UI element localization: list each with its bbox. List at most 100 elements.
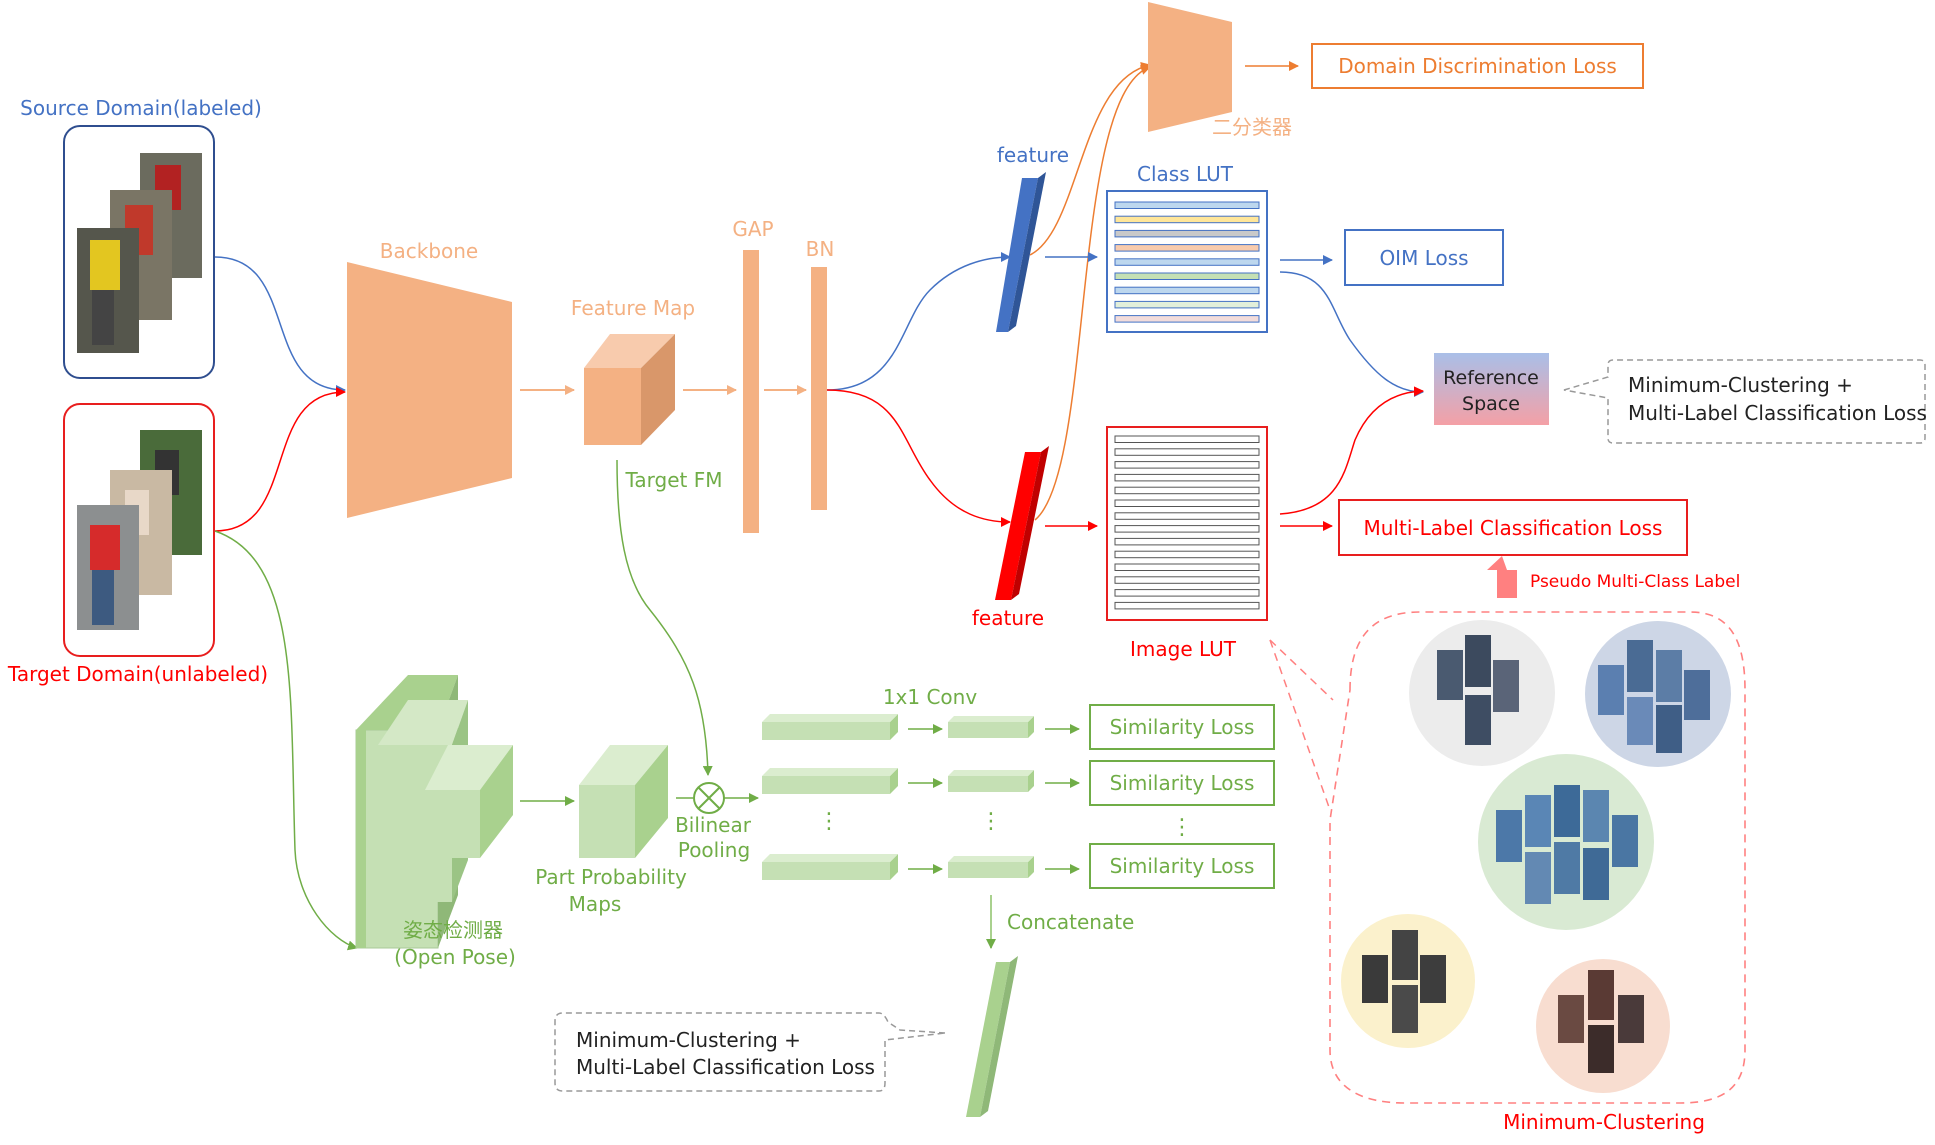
image-lut bbox=[1106, 426, 1268, 621]
feature-map-cube bbox=[584, 334, 675, 445]
target-domain-label: Target Domain(unlabeled) bbox=[7, 662, 269, 686]
pose-detector-label-line2: (Open Pose) bbox=[394, 945, 516, 969]
class-lut-row bbox=[1114, 272, 1260, 280]
target-fm-label: Target FM bbox=[625, 468, 723, 492]
lut-to-cluster-line-1 bbox=[1269, 639, 1334, 701]
image-lut-row bbox=[1114, 537, 1260, 546]
image-lut-to-reference-arrow bbox=[1279, 386, 1424, 515]
class-lut-row bbox=[1114, 215, 1260, 224]
image-lut-row bbox=[1114, 550, 1260, 559]
classifier-label: 二分类器 bbox=[1212, 115, 1292, 139]
feature-map-label: Feature Map bbox=[570, 296, 696, 320]
class-lut-row bbox=[1114, 286, 1260, 295]
reference-loss-callout bbox=[1563, 359, 1926, 444]
gap-bar bbox=[743, 250, 759, 533]
part-prob-cube bbox=[579, 745, 668, 858]
class-lut bbox=[1106, 190, 1268, 333]
conv-output-bars bbox=[948, 716, 1034, 878]
part-prob-label-line1: Part Probability bbox=[535, 865, 687, 889]
class-lut-to-reference-arrow bbox=[1279, 271, 1424, 397]
pose-detector-label-line1: 姿态检测器 bbox=[403, 918, 503, 942]
bn-to-source-feature-arrow bbox=[826, 252, 1011, 391]
source-domain-box bbox=[63, 125, 215, 379]
bottom-loss-line2: Multi-Label Classification Loss bbox=[576, 1055, 875, 1079]
source-feature-to-classifier-arrow bbox=[1029, 62, 1151, 256]
cluster-green bbox=[1478, 754, 1654, 930]
target-domain-box bbox=[63, 403, 215, 657]
class-lut-row bbox=[1114, 244, 1260, 252]
ellipsis-part: ⋮ bbox=[818, 809, 840, 834]
bn-to-target-feature-arrow bbox=[826, 389, 1011, 527]
cluster-blue bbox=[1585, 621, 1731, 767]
class-lut-label: Class LUT bbox=[1137, 162, 1233, 186]
target-fm-to-bilinear-arrow bbox=[616, 459, 713, 776]
class-lut-row bbox=[1114, 258, 1260, 266]
ellipsis-conv: ⋮ bbox=[980, 809, 1002, 834]
min-clustering-region bbox=[1329, 611, 1746, 1104]
class-lut-row bbox=[1114, 300, 1260, 309]
classifier-shape bbox=[1148, 2, 1232, 132]
concat-feature-bar bbox=[966, 956, 1018, 1117]
reference-space-label-line1: Reference bbox=[1443, 367, 1539, 389]
similarity-loss-box-2: Similarity Loss bbox=[1089, 760, 1275, 806]
image-lut-row bbox=[1114, 486, 1260, 495]
pseudo-label-arrow bbox=[1487, 556, 1517, 598]
image-lut-row bbox=[1114, 589, 1260, 597]
source-person-images bbox=[77, 153, 202, 353]
bilinear-label-line1: Bilinear bbox=[675, 813, 751, 837]
image-lut-row bbox=[1114, 435, 1260, 443]
target-person-images bbox=[77, 430, 202, 630]
backbone-label: Backbone bbox=[379, 239, 479, 263]
image-lut-row bbox=[1114, 499, 1260, 507]
lut-to-cluster-line-2 bbox=[1269, 639, 1331, 811]
target-feature-to-classifier-arrow bbox=[1034, 65, 1151, 521]
reference-loss-line1: Minimum-Clustering + bbox=[1628, 373, 1853, 397]
bn-bar bbox=[811, 267, 827, 510]
target-feature-label: feature bbox=[971, 606, 1045, 630]
part-prob-label-line2: Maps bbox=[568, 892, 622, 916]
reference-space-label-line2: Space bbox=[1462, 393, 1520, 415]
gap-label: GAP bbox=[732, 217, 774, 241]
class-lut-row bbox=[1114, 229, 1260, 238]
backbone-shape bbox=[347, 262, 512, 518]
target-to-pose-arrow bbox=[214, 530, 358, 951]
source-feature-bar bbox=[996, 172, 1046, 332]
target-feature-bar bbox=[995, 446, 1049, 600]
ellipsis-sim: ⋮ bbox=[1171, 815, 1193, 840]
reference-space-box bbox=[1434, 353, 1549, 425]
source-feature-label: feature bbox=[996, 143, 1070, 167]
cluster-yellow bbox=[1341, 914, 1475, 1048]
pose-detector-shape bbox=[355, 675, 513, 949]
conv-label: 1x1 Conv bbox=[882, 685, 978, 709]
oim-loss-box: OIM Loss bbox=[1344, 229, 1504, 286]
source-to-backbone-arrow bbox=[214, 256, 346, 395]
image-lut-row bbox=[1114, 576, 1260, 584]
reference-loss-line2: Multi-Label Classification Loss bbox=[1628, 401, 1927, 425]
pseudo-label-text: Pseudo Multi-Class Label bbox=[1530, 572, 1741, 592]
image-lut-row bbox=[1114, 448, 1260, 456]
image-lut-row bbox=[1114, 473, 1260, 482]
bottom-loss-callout bbox=[554, 1012, 946, 1092]
source-domain-label: Source Domain(labeled) bbox=[20, 96, 262, 120]
class-lut-row bbox=[1114, 315, 1260, 323]
bilinear-pooling-icon bbox=[693, 782, 725, 814]
image-lut-row bbox=[1114, 512, 1260, 520]
part-feature-bars bbox=[762, 714, 898, 880]
bottom-loss-line1: Minimum-Clustering + bbox=[576, 1028, 801, 1052]
cluster-peach bbox=[1536, 959, 1670, 1093]
image-lut-row bbox=[1114, 461, 1260, 469]
similarity-loss-box-3: Similarity Loss bbox=[1089, 843, 1275, 889]
target-to-backbone-arrow bbox=[214, 387, 346, 532]
domain-discrimination-loss-box: Domain Discrimination Loss bbox=[1311, 43, 1644, 89]
image-lut-label: Image LUT bbox=[1130, 637, 1236, 661]
image-lut-row bbox=[1114, 525, 1260, 533]
bn-label: BN bbox=[805, 237, 835, 261]
image-lut-row bbox=[1114, 601, 1260, 610]
class-lut-row bbox=[1114, 201, 1260, 209]
image-lut-row bbox=[1114, 563, 1260, 571]
cluster-gray bbox=[1409, 620, 1555, 766]
min-clustering-label: Minimum-Clustering bbox=[1503, 1110, 1705, 1134]
similarity-loss-box-1: Similarity Loss bbox=[1089, 704, 1275, 750]
